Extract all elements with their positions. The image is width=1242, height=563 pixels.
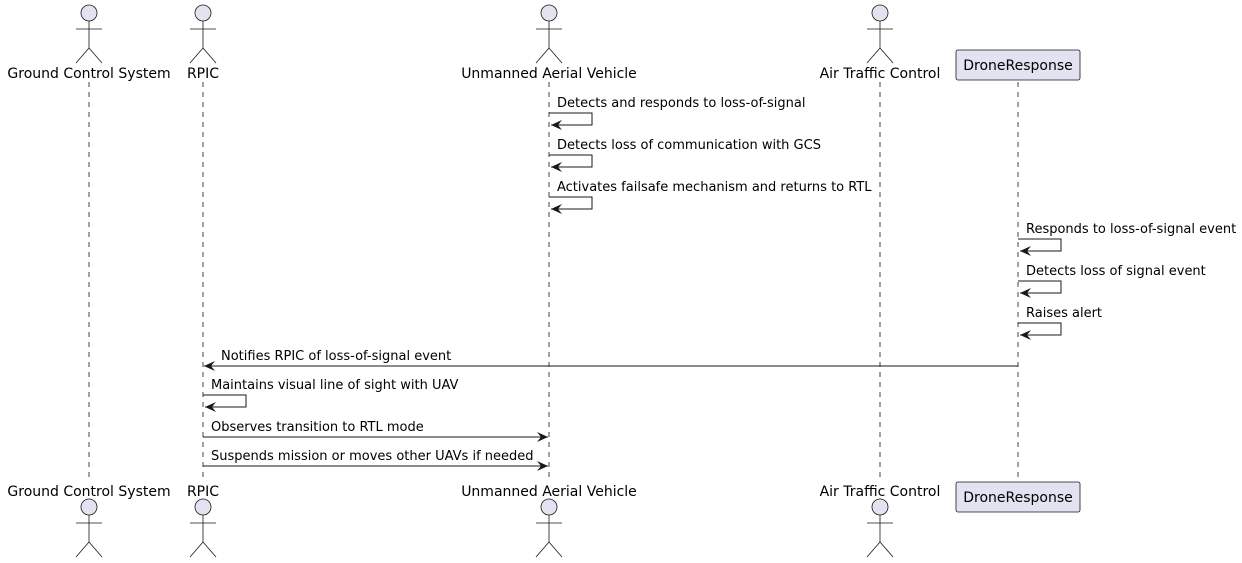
participant-gcs-label-bottom: Ground Control System: [7, 484, 170, 500]
participant-uav-label-top: Unmanned Aerial Vehicle: [461, 66, 637, 82]
actor-gcs-top-icon: [75, 4, 103, 64]
participant-atc-label-top: Air Traffic Control: [820, 66, 941, 82]
participant-rpic-label-top: RPIC: [187, 66, 219, 82]
participant-dr-box: [955, 481, 1081, 513]
actor-uav-top-icon: [535, 4, 563, 64]
message-3-arrow: [549, 196, 593, 214]
actor-atc-top-icon: [866, 4, 894, 64]
actor-rpic-bottom-icon: [189, 498, 217, 558]
message-4-arrow: [1018, 238, 1062, 256]
message-1-label: Detects and responds to loss-of-signal: [557, 96, 805, 111]
message-6-label: Raises alert: [1026, 306, 1102, 321]
message-9-label: Observes transition to RTL mode: [211, 420, 424, 435]
participant-atc-label-bottom: Air Traffic Control: [820, 484, 941, 500]
actor-atc-bottom-icon: [866, 498, 894, 558]
participant-dr-box: [955, 49, 1081, 81]
actor-rpic-top-icon: [189, 4, 217, 64]
message-7-label: Notifies RPIC of loss-of-signal event: [221, 349, 451, 364]
participant-rpic-label-bottom: RPIC: [187, 484, 219, 500]
message-2-arrow: [549, 154, 593, 172]
participant-uav-label-bottom: Unmanned Aerial Vehicle: [461, 484, 637, 500]
message-3-label: Activates failsafe mechanism and returns…: [557, 180, 872, 195]
message-6-arrow: [1018, 322, 1062, 340]
participant-gcs-label-top: Ground Control System: [7, 66, 170, 82]
participant-dr-label: DroneResponse: [963, 58, 1073, 74]
message-4-label: Responds to loss-of-signal event: [1026, 222, 1236, 237]
message-5-arrow: [1018, 280, 1062, 298]
message-5-label: Detects loss of signal event: [1026, 264, 1206, 279]
message-2-label: Detects loss of communication with GCS: [557, 138, 821, 153]
message-8-arrow: [203, 394, 247, 412]
message-1-arrow: [549, 112, 593, 130]
actor-uav-bottom-icon: [535, 498, 563, 558]
message-10-label: Suspends mission or moves other UAVs if …: [211, 449, 534, 464]
message-8-label: Maintains visual line of sight with UAV: [211, 378, 459, 393]
actor-gcs-bottom-icon: [75, 498, 103, 558]
participant-dr-label: DroneResponse: [963, 490, 1073, 506]
